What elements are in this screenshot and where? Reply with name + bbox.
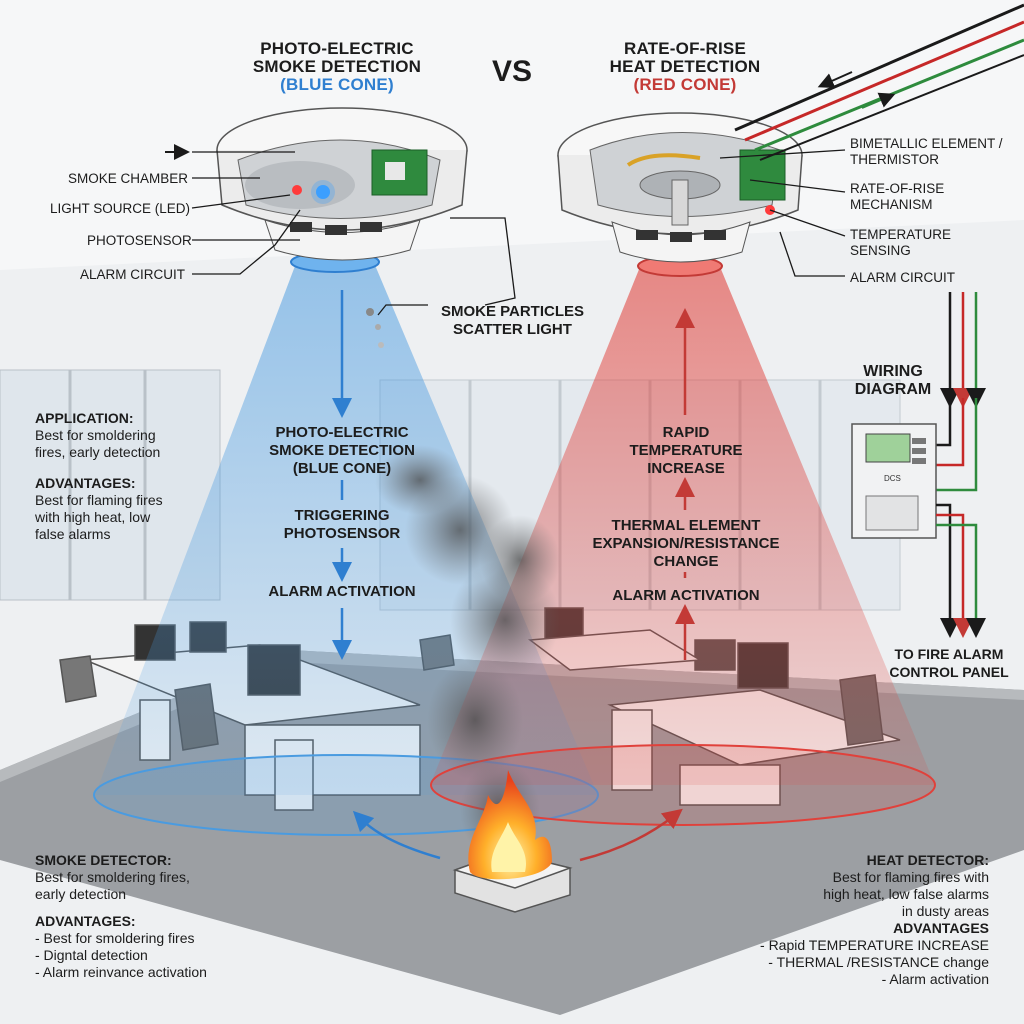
fire-to-smoke-arrow: [352, 810, 441, 860]
smoke-advantage-2: - Digntal detection: [35, 947, 148, 963]
wiring-title-line2: DIAGRAM: [854, 381, 932, 398]
application-line1: Best for smoldering: [35, 427, 156, 443]
smoke-summary-heading: SMOKE DETECTOR:: [35, 852, 172, 868]
smoke-title-line2: SMOKE DETECTION: [252, 57, 422, 76]
smoke-summary-line2: early detection: [35, 886, 127, 902]
panel-code: DCS: [884, 474, 901, 483]
photosensor-label: PHOTOSENSOR: [87, 233, 192, 248]
red-step-temperature: RAPID TEMPERATURE INCREASE: [586, 424, 786, 478]
advantages-line1: Best for flaming fires: [35, 492, 163, 508]
to-control-panel-line2: CONTROL PANEL: [889, 664, 1009, 680]
smoke-summary-line1: Best for smoldering fires,: [35, 869, 190, 885]
to-control-panel-label: TO FIRE ALARM CONTROL PANEL: [884, 645, 1014, 681]
wiring-diagram: [851, 292, 986, 638]
heat-title-line2: HEAT DETECTION: [609, 57, 761, 76]
smoke-title: PHOTO-ELECTRIC SMOKE DETECTION (BLUE CON…: [222, 40, 452, 94]
heat-title: RATE-OF-RISE HEAT DETECTION (RED CONE): [580, 40, 790, 94]
blue-step1-line3: (BLUE CONE): [292, 460, 392, 477]
rate-of-rise-label-line2: MECHANISM: [850, 197, 933, 212]
heat-title-line1: RATE-OF-RISE: [623, 39, 747, 58]
blue-step-alarm: ALARM ACTIVATION: [268, 583, 416, 600]
smoke-title-line3: (BLUE CONE): [280, 75, 394, 94]
smoke-chamber-label: SMOKE CHAMBER: [68, 171, 189, 186]
wiring-title-line1: WIRING: [863, 363, 923, 380]
heat-leader-lines: [719, 149, 846, 277]
smoke-particles-line1: SMOKE PARTICLES: [440, 303, 585, 320]
red-detection-cone: [430, 255, 936, 826]
red-step-thermal: THERMAL ELEMENT EXPANSION/RESISTANCE CHA…: [576, 517, 796, 571]
application-line2: fires, early detection: [35, 444, 161, 460]
temperature-sensing-label: TEMPERATURE SENSING: [850, 227, 951, 259]
wiring-title: WIRING DIAGRAM: [838, 363, 948, 399]
to-control-panel-line1: TO FIRE ALARM: [894, 646, 1004, 662]
temperature-sensing-label-line2: SENSING: [850, 243, 911, 258]
red-step2-line3: CHANGE: [653, 553, 719, 570]
advantages-line3: false alarms: [35, 526, 111, 542]
blue-step2-line1: TRIGGERING: [294, 507, 390, 524]
heat-advantage-3: - Alarm activation: [881, 971, 989, 987]
advantages-line2: with high heat, low: [35, 509, 151, 525]
smoke-advantage-1: - Best for smoldering fires: [35, 930, 195, 946]
smoke-plume: [375, 445, 560, 860]
heat-summary-line2: high heat, low false alarms: [823, 886, 989, 902]
heat-advantage-1: - Rapid TEMPERATURE INCREASE: [760, 937, 989, 953]
bimetallic-label: BIMETALLIC ELEMENT / THERMISTOR: [850, 136, 1003, 168]
smoke-detector-summary: SMOKE DETECTOR: Best for smoldering fire…: [35, 852, 295, 981]
smoke-alarm-circuit-label: ALARM CIRCUIT: [80, 267, 186, 282]
blue-step1-line1: PHOTO-ELECTRIC: [275, 424, 409, 441]
heat-summary-heading: HEAT DETECTOR:: [866, 852, 989, 868]
heat-alarm-circuit-label: ALARM CIRCUIT: [850, 270, 956, 285]
temperature-sensing-label-line1: TEMPERATURE: [850, 227, 952, 242]
heat-detector: [557, 112, 803, 263]
heat-advantage-2: - THERMAL /RESISTANCE change: [768, 954, 989, 970]
heat-summary-line1: Best for flaming fires with: [832, 869, 989, 885]
smoke-advantages-heading: ADVANTAGES:: [35, 913, 136, 929]
blue-step-detection: PHOTO-ELECTRIC SMOKE DETECTION (BLUE CON…: [242, 424, 442, 478]
heat-title-line3: (RED CONE): [633, 75, 737, 94]
vs-label: VS: [491, 55, 533, 88]
bimetallic-label-line1: BIMETALLIC ELEMENT /: [850, 136, 1003, 151]
smoke-particles-line2: SCATTER LIGHT: [453, 321, 572, 338]
smoke-advantage-3: - Alarm reinvance activation: [35, 964, 207, 980]
heat-summary-line3: in dusty areas: [901, 903, 989, 919]
fire-to-heat-arrow: [579, 808, 683, 862]
advantages-heading: ADVANTAGES:: [35, 475, 136, 491]
red-step1-line2: TEMPERATURE: [629, 442, 743, 459]
smoke-leader-lines: [191, 151, 516, 316]
led-label: LIGHT SOURCE (LED): [50, 201, 191, 216]
red-step1-line3: INCREASE: [647, 460, 725, 477]
rate-of-rise-label-line1: RATE-OF-RISE: [850, 181, 945, 196]
blue-step1-line2: SMOKE DETECTION: [269, 442, 415, 459]
smoke-particles-label: SMOKE PARTICLES SCATTER LIGHT: [430, 303, 595, 339]
red-step1-line1: RAPID: [662, 424, 710, 441]
left-info-panel: APPLICATION: Best for smoldering fires, …: [35, 410, 235, 543]
red-step2-line2: EXPANSION/RESISTANCE: [592, 535, 780, 552]
blue-step2-line2: PHOTOSENSOR: [283, 525, 401, 542]
smoke-detector: [216, 107, 468, 261]
bimetallic-label-line2: THERMISTOR: [850, 152, 940, 167]
heat-detector-summary: HEAT DETECTOR: Best for flaming fires wi…: [729, 852, 989, 988]
rate-of-rise-label: RATE-OF-RISE MECHANISM: [850, 181, 944, 213]
smoke-title-line1: PHOTO-ELECTRIC: [260, 39, 414, 58]
red-step2-line1: THERMAL ELEMENT: [611, 517, 761, 534]
application-heading: APPLICATION:: [35, 410, 134, 426]
blue-step-triggering: TRIGGERING PHOTOSENSOR: [242, 507, 442, 543]
red-step-alarm: ALARM ACTIVATION: [612, 587, 760, 604]
heat-advantages-heading: ADVANTAGES: [893, 920, 989, 936]
fire-icon: [452, 770, 573, 913]
